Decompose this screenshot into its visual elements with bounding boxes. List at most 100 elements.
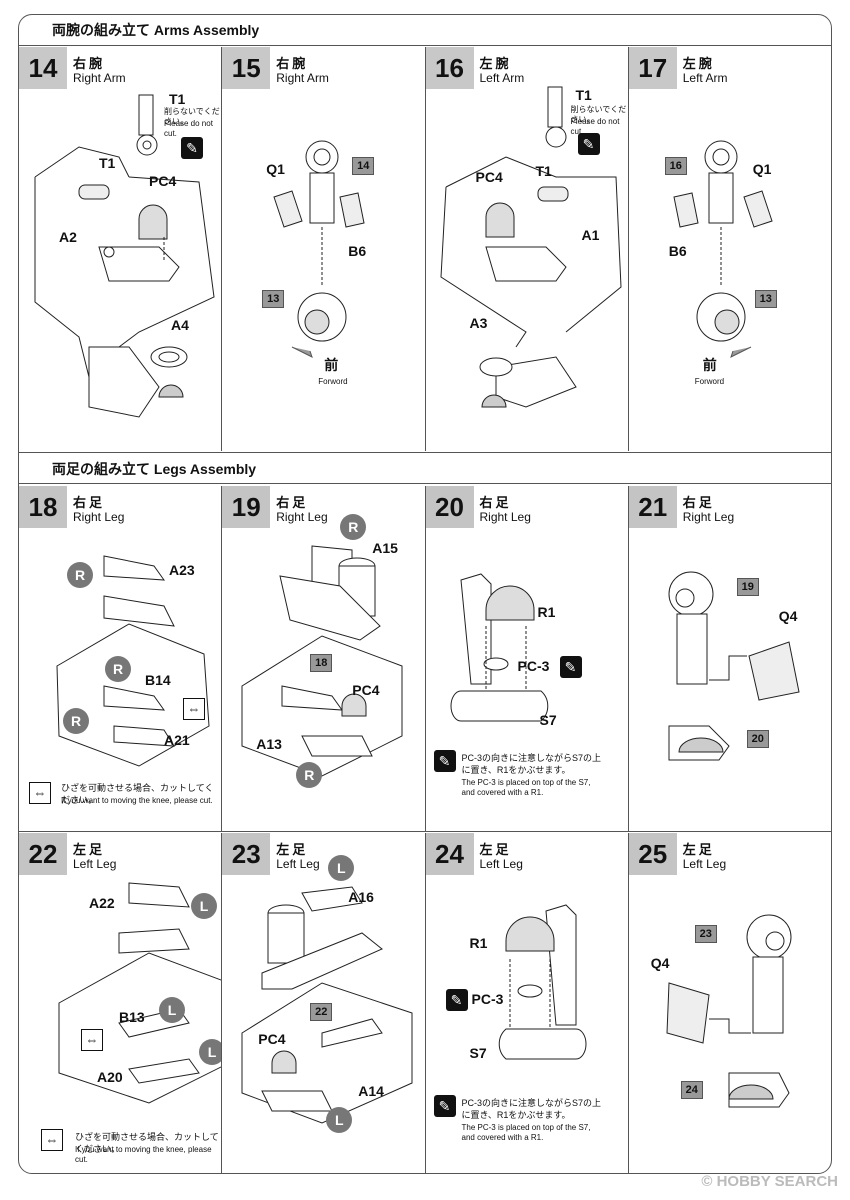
pc3-note-en: The PC-3 is placed on top of the S7, and… <box>461 778 591 797</box>
step-title-en: Left Leg <box>73 857 117 871</box>
tag-18: 18 <box>310 654 333 672</box>
step-title-jp: 左腕 <box>479 56 512 71</box>
pc3-note-jp: PC-3の向きに注意しながらS7の上に置き、R1をかぶせます。 <box>461 1098 602 1120</box>
step-title-en: Left Leg <box>276 857 320 871</box>
step-title-jp: 右足 <box>682 495 715 510</box>
tag-14: 14 <box>352 157 375 175</box>
step-title-en: Right Arm <box>276 71 329 85</box>
arms-row: 14 右腕 Right Arm T1 削らないでください。 Please do … <box>19 47 831 451</box>
label-pc4: PC4 <box>149 173 177 189</box>
step-title-jp: 右腕 <box>276 56 309 71</box>
label-s7: S7 <box>539 712 557 728</box>
label-a4: A4 <box>171 317 189 333</box>
step-19-panel: 19 右足 Right Leg R A15 18 PC4 A13 R <box>222 486 426 831</box>
step-title-jp: 右足 <box>276 495 309 510</box>
label-pc3: PC-3 <box>471 991 504 1007</box>
tag-23: 23 <box>694 925 717 943</box>
label-a3: A3 <box>469 315 488 331</box>
forward-en: Forword <box>318 377 348 386</box>
paint-drop-icon: ✎ <box>433 1095 456 1117</box>
paint-drop-icon: ✎ <box>445 989 468 1011</box>
do-not-cut-jp: 削らないでください。 <box>570 105 627 124</box>
step-20-panel: 20 右足 Right Leg R1 PC-3 ✎ S7 ✎ PC-3の向きに注… <box>425 486 629 831</box>
label-t1: T1 <box>99 155 116 171</box>
label-q1: Q1 <box>266 161 285 177</box>
step-number: 25 <box>628 833 677 875</box>
label-r1: R1 <box>469 935 488 951</box>
step-title-en: Left Arm <box>479 71 525 85</box>
step-25-diagram <box>666 914 792 1108</box>
tag-13: 13 <box>754 290 777 308</box>
label-q4: Q4 <box>778 608 798 624</box>
cut-arrows-icon: ⇔ <box>81 1029 103 1051</box>
step-number: 17 <box>628 47 677 89</box>
label-a13: A13 <box>256 736 282 752</box>
watermark: © HOBBY SEARCH <box>701 1173 838 1190</box>
label-pc4: PC4 <box>475 169 503 185</box>
step-title-jp: 左腕 <box>682 56 715 71</box>
step-title-en: Right Leg <box>682 510 735 524</box>
step-19-diagram <box>241 545 403 777</box>
label-pc4: PC4 <box>258 1031 286 1047</box>
do-not-cut-en: Please do not cut. <box>570 117 620 136</box>
step-title-jp: 左足 <box>479 842 512 857</box>
forward-jp: 前 <box>702 357 717 373</box>
knee-note-en: If you want to moving the knee, please c… <box>75 1145 212 1164</box>
knee-note-en: If you want to moving the knee, please c… <box>61 796 213 805</box>
tag-13: 13 <box>262 290 285 308</box>
label-t1-top: T1 <box>169 91 186 107</box>
step-title-en: Right Leg <box>276 510 328 524</box>
step-number: 18 <box>19 486 67 528</box>
label-b6: B6 <box>668 243 687 259</box>
tag-20: 20 <box>746 730 769 748</box>
label-q4: Q4 <box>650 955 670 971</box>
step-18-panel: 18 右足 Right Leg R A23 R B14 ⇔ R A21 ⇔ ひざ… <box>19 486 223 831</box>
label-a16: A16 <box>348 889 374 905</box>
right-marker: R <box>105 656 131 682</box>
step-title-jp: 右足 <box>479 495 512 510</box>
step-16-diagram <box>439 86 622 408</box>
step-title-en: Right Arm <box>73 71 126 85</box>
step-title-en: Right Leg <box>479 510 531 524</box>
pc3-note-jp: PC-3の向きに注意しながらS7の上に置き、R1をかぶせます。 <box>461 753 602 775</box>
step-15-diagram <box>273 140 365 358</box>
step-24-diagram <box>498 904 586 1060</box>
label-r1: R1 <box>537 604 556 620</box>
step-25-panel: 25 左足 Left Leg 23 Q4 24 <box>628 833 831 1173</box>
label-a1: A1 <box>581 227 600 243</box>
step-number: 24 <box>425 833 474 875</box>
label-t1: T1 <box>535 163 552 179</box>
left-marker: L <box>159 997 185 1023</box>
tag-19: 19 <box>736 578 759 596</box>
label-t1-top: T1 <box>575 87 592 103</box>
cut-arrows-icon: ⇔ <box>41 1129 63 1151</box>
step-number: 14 <box>19 47 67 89</box>
paint-drop-icon: ✎ <box>433 750 456 772</box>
label-pc4: PC4 <box>352 682 380 698</box>
step-21-panel: 21 右足 Right Leg 19 Q4 20 <box>628 486 831 831</box>
step-14-panel: 14 右腕 Right Arm T1 削らないでください。 Please do … <box>19 47 223 451</box>
step-title-jp: 左足 <box>682 842 715 857</box>
step-14-diagram <box>34 94 215 418</box>
step-18-diagram <box>56 555 210 767</box>
step-22-panel: 22 左足 Left Leg A22 L ⇔ B13 L L A20 ⇔ ひざを… <box>19 833 223 1173</box>
right-marker: R <box>296 762 323 788</box>
label-a15: A15 <box>372 540 398 556</box>
step-number: 22 <box>19 833 67 875</box>
section-title-arms: 両腕の組み立て Arms Assembly <box>18 14 832 46</box>
label-pc3: PC-3 <box>517 658 550 674</box>
paint-drop-icon: ✎ <box>577 133 600 155</box>
label-a14: A14 <box>358 1083 384 1099</box>
paint-drop-icon: ✎ <box>559 656 582 678</box>
step-number: 16 <box>425 47 474 89</box>
label-b13: B13 <box>119 1009 145 1025</box>
left-marker: L <box>328 855 355 881</box>
pc3-note-en: The PC-3 is placed on top of the S7, and… <box>461 1123 591 1142</box>
knee-note-jp: ひざを可動させる場合、カットしてください。 <box>75 1132 219 1154</box>
step-17-diagram <box>673 140 773 358</box>
left-leg-row: 22 左足 Left Leg A22 L ⇔ B13 L L A20 ⇔ ひざを… <box>19 833 831 1173</box>
step-15-panel: 15 右腕 Right Arm Q1 14 B6 13 前 Forword <box>222 47 426 451</box>
section-title-legs: 両足の組み立て Legs Assembly <box>18 452 832 484</box>
step-title-en: Left Leg <box>479 857 523 871</box>
step-21-diagram <box>668 571 800 761</box>
